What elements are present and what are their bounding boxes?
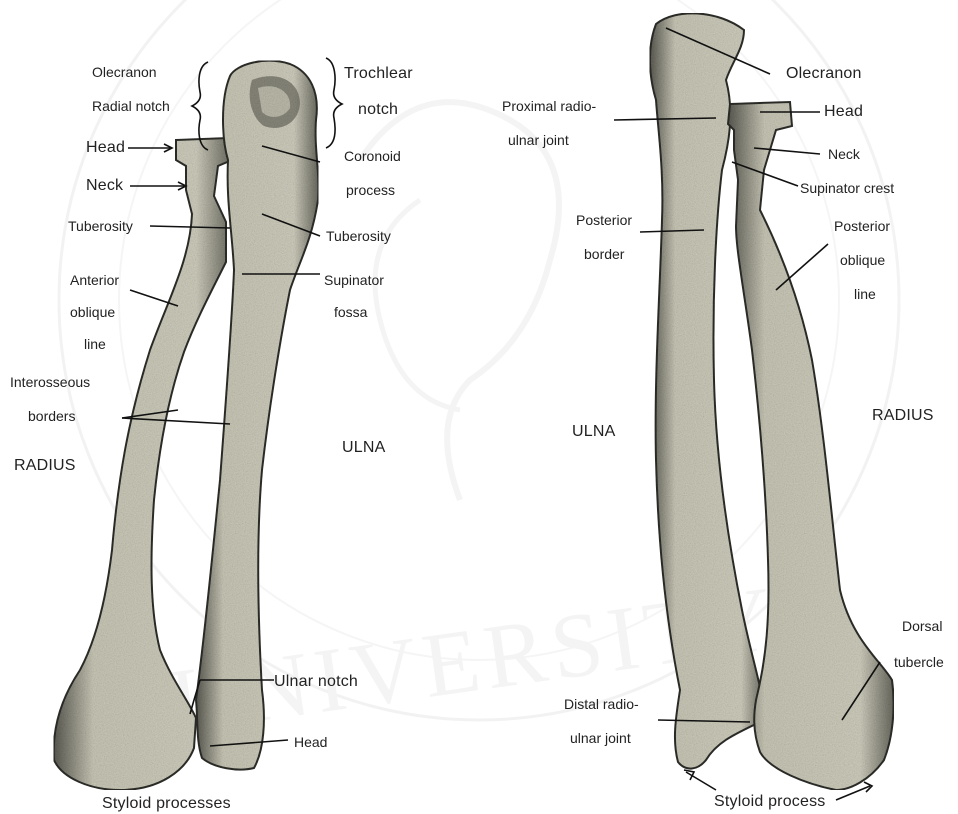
label-interosseous-line2: borders	[28, 408, 75, 424]
label-ulna-anterior: ULNA	[342, 440, 385, 456]
label-neck-posterior: Neck	[828, 146, 860, 162]
label-ulnar-notch: Ulnar notch	[274, 674, 358, 690]
label-radius-anterior: RADIUS	[14, 458, 76, 474]
label-trochlear-line2: notch	[358, 102, 398, 118]
label-head-anterior: Head	[86, 140, 125, 156]
label-interosseous-line1: Interosseous	[10, 374, 90, 390]
label-head-ulna-distal: Head	[294, 734, 327, 750]
label-posterior-border-line1: Posterior	[576, 212, 632, 228]
label-radius-posterior: RADIUS	[872, 408, 934, 424]
label-styloid-processes: Styloid processes	[102, 796, 231, 812]
label-ulna-posterior: ULNA	[572, 424, 615, 440]
label-anterior-oblique-line3: line	[84, 336, 106, 352]
label-posterior-border-line2: border	[584, 246, 624, 262]
label-neck-anterior: Neck	[86, 178, 123, 194]
label-anterior-oblique-line1: Anterior	[70, 272, 119, 288]
label-distal-joint-line2: ulnar joint	[570, 730, 631, 746]
label-dorsal-tubercle-line2: tubercle	[894, 654, 944, 670]
label-tuberosity-radius: Tuberosity	[68, 218, 133, 234]
label-olecranon-anterior: Olecranon	[92, 64, 157, 80]
label-trochlear-line1: Trochlear	[344, 66, 413, 82]
label-proximal-joint-line2: ulnar joint	[508, 132, 569, 148]
label-head-posterior: Head	[824, 104, 863, 120]
label-posterior-oblique-line2: oblique	[840, 252, 885, 268]
label-anterior-oblique-line2: oblique	[70, 304, 115, 320]
label-distal-joint-line1: Distal radio-	[564, 696, 639, 712]
label-proximal-joint-line1: Proximal radio-	[502, 98, 596, 114]
label-tuberosity-ulna: Tuberosity	[326, 228, 391, 244]
label-posterior-oblique-line1: Posterior	[834, 218, 890, 234]
label-styloid-process: Styloid process	[714, 794, 826, 810]
label-coronoid-line1: Coronoid	[344, 148, 401, 164]
label-olecranon-posterior: Olecranon	[786, 66, 862, 82]
label-coronoid-line2: process	[346, 182, 395, 198]
label-radial-notch: Radial notch	[92, 98, 170, 114]
label-dorsal-tubercle-line1: Dorsal	[902, 618, 942, 634]
label-posterior-oblique-line3: line	[854, 286, 876, 302]
label-supinator-fossa-line1: Supinator	[324, 272, 384, 288]
label-supinator-crest: Supinator crest	[800, 180, 894, 196]
label-supinator-fossa-line2: fossa	[334, 304, 367, 320]
